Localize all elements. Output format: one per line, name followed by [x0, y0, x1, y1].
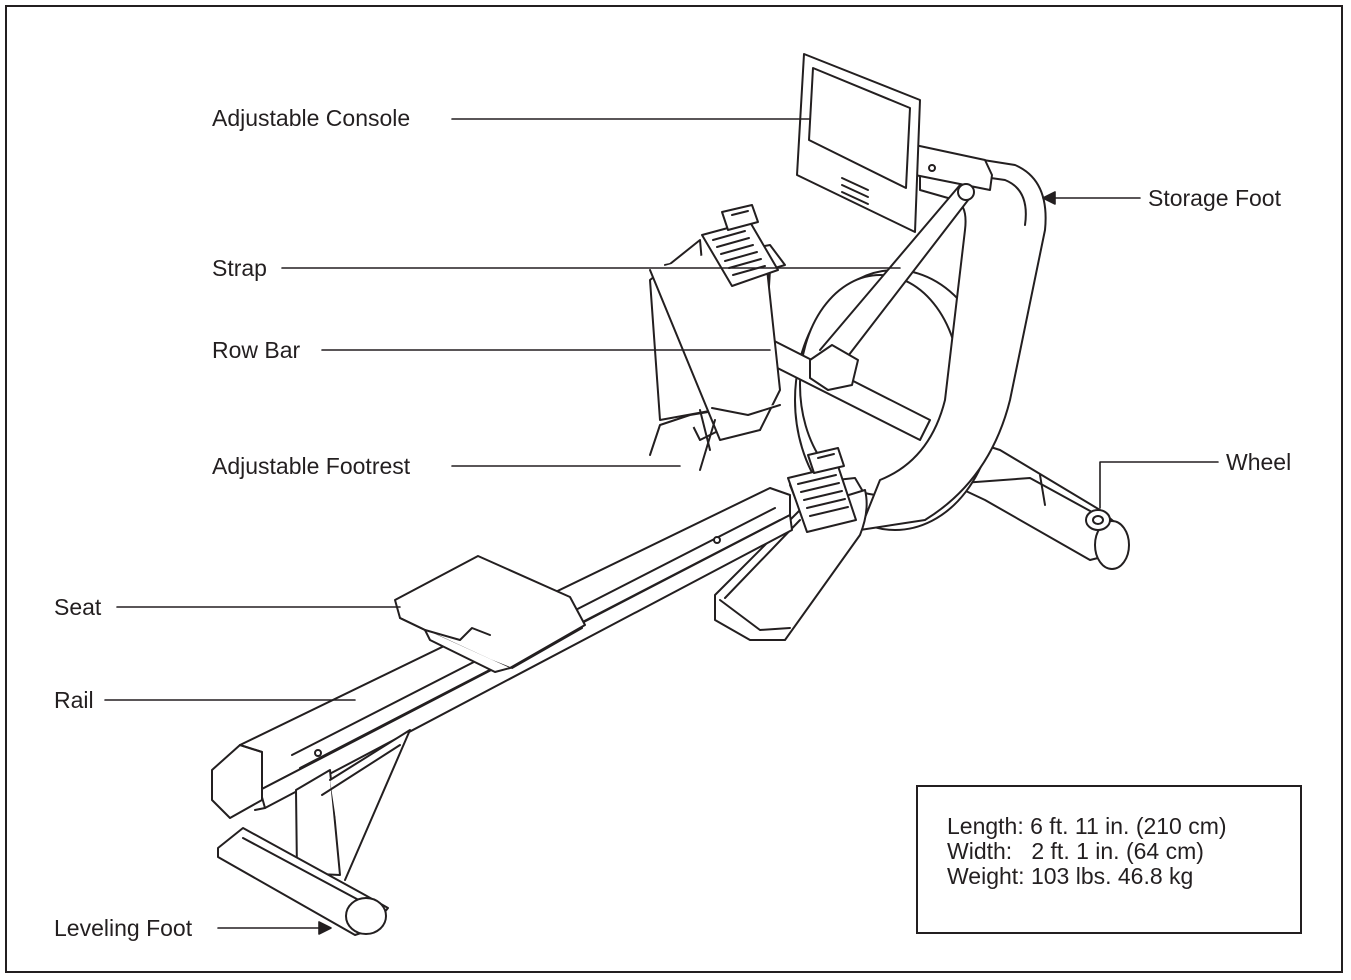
wheel	[1085, 509, 1111, 531]
label-strap: Strap	[212, 255, 267, 281]
specifications-box: Length: 6 ft. 11 in. (210 cm) Width: 2 f…	[916, 785, 1302, 934]
label-leveling-foot: Leveling Foot	[54, 915, 193, 941]
spec-length: Length: 6 ft. 11 in. (210 cm)	[947, 813, 1227, 839]
label-adjustable-footrest: Adjustable Footrest	[212, 453, 411, 479]
footrest-pad-right	[787, 447, 857, 533]
adjustable-footrest-left	[649, 239, 786, 471]
spec-width: Width: 2 ft. 1 in. (64 cm)	[947, 838, 1204, 864]
label-adjustable-console: Adjustable Console	[212, 105, 411, 131]
seat	[394, 555, 586, 673]
adjustable-console	[796, 53, 921, 233]
rail-end-cap	[211, 744, 263, 819]
label-seat: Seat	[54, 594, 102, 620]
label-storage-foot: Storage Foot	[1148, 185, 1281, 211]
spec-weight: Weight: 103 lbs. 46.8 kg	[947, 863, 1194, 889]
label-wheel: Wheel	[1226, 449, 1292, 475]
label-rail: Rail	[54, 687, 94, 713]
leveling-foot	[217, 827, 389, 936]
footrest-pad-left	[701, 204, 779, 287]
label-row-bar: Row Bar	[212, 337, 301, 363]
leader-lines	[104, 118, 1219, 935]
front-leg	[295, 729, 411, 881]
